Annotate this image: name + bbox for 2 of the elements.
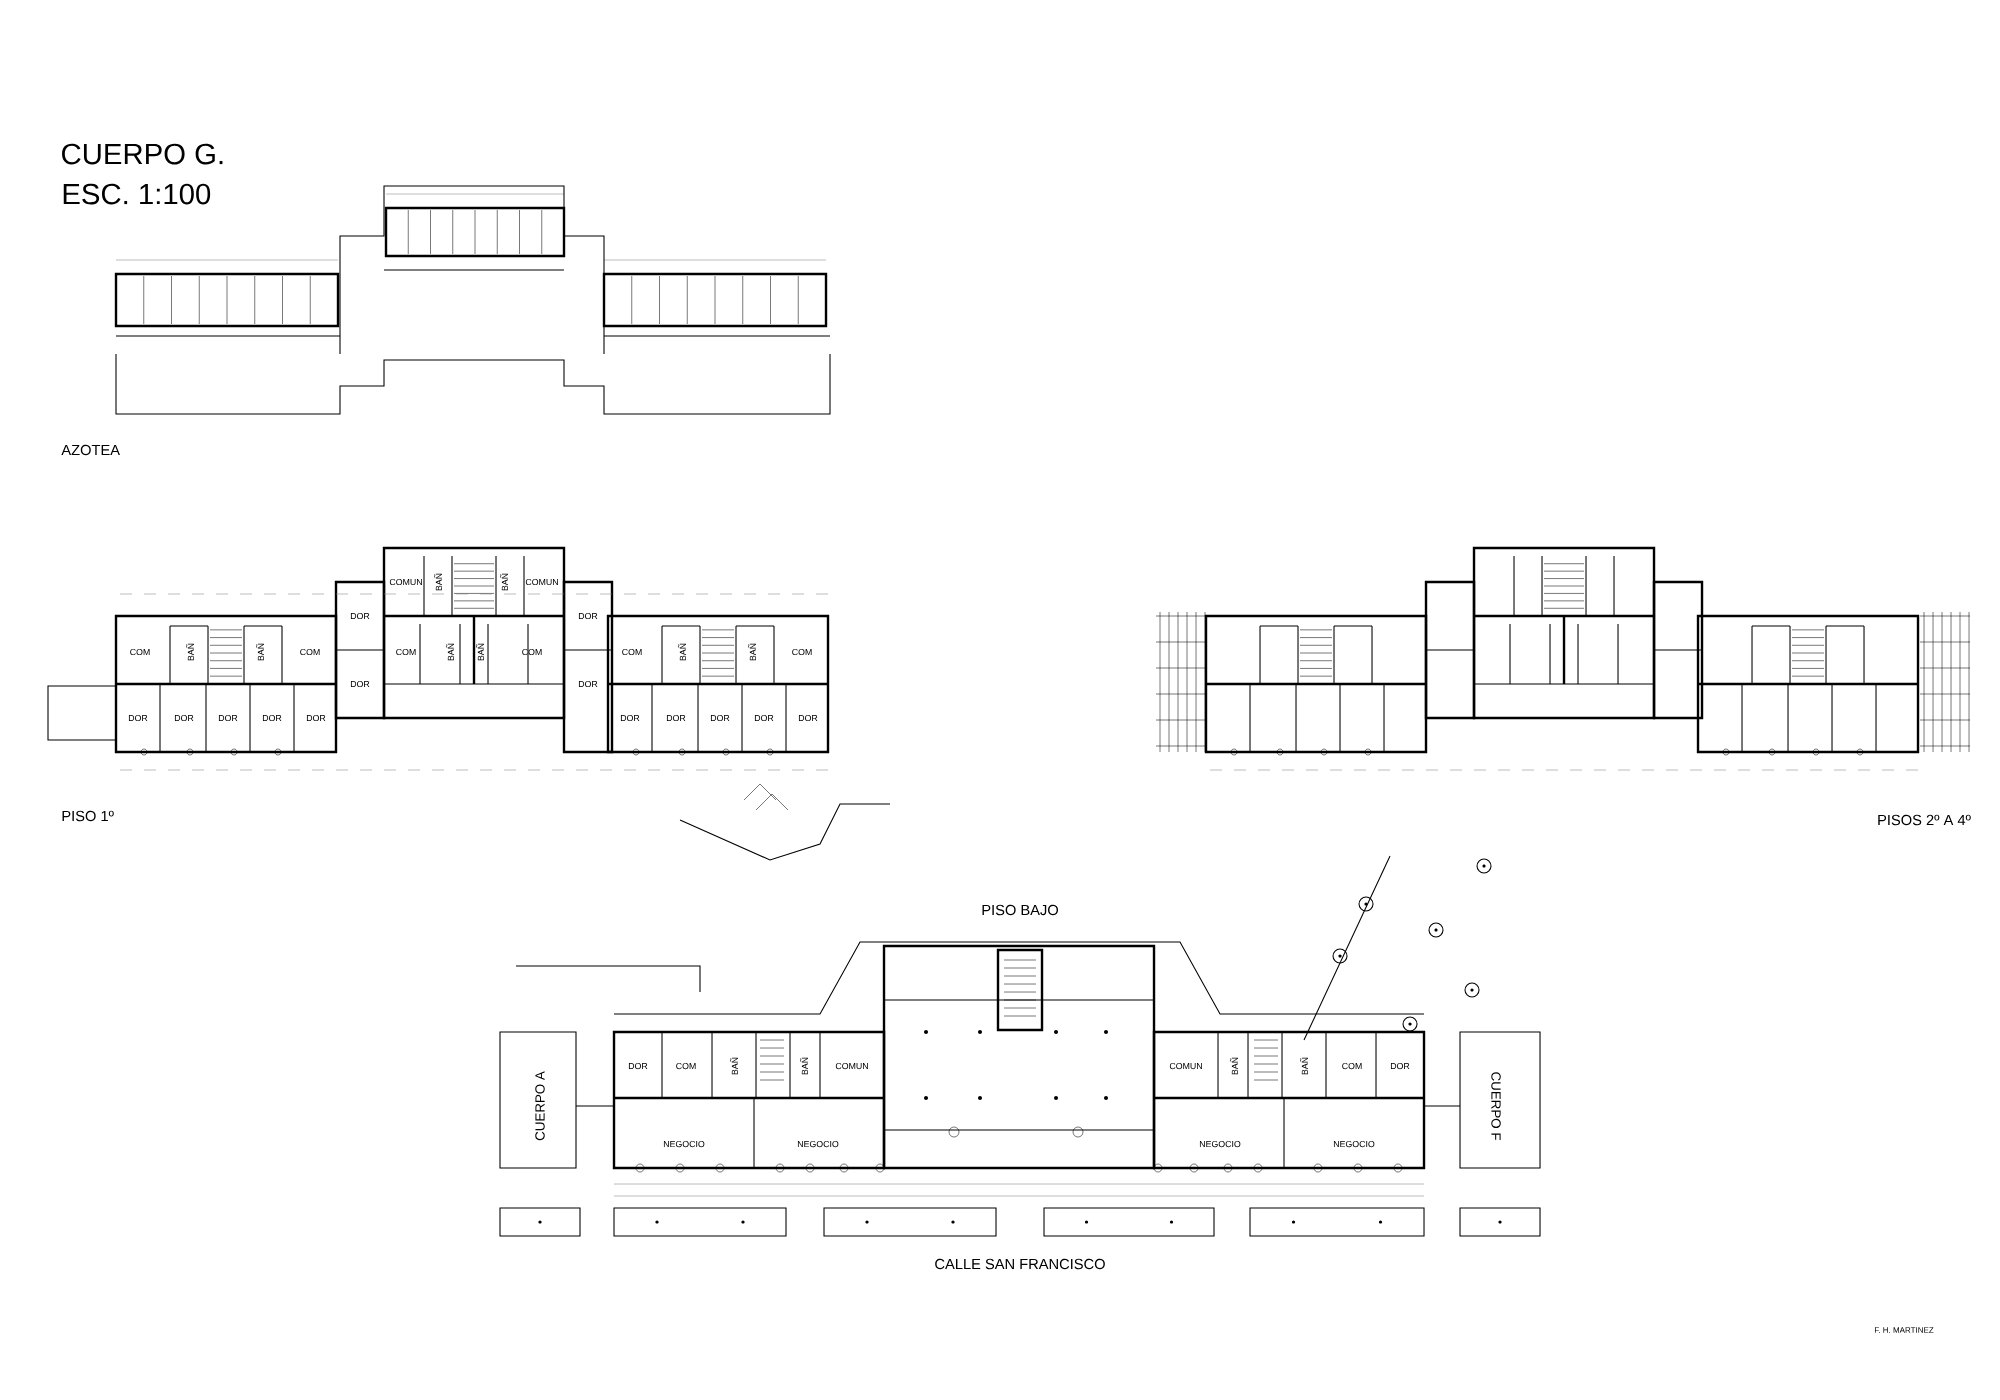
scale-label: ESC. 1:100 bbox=[63, 183, 211, 205]
drawing-title: CUERPO G. bbox=[62, 143, 223, 165]
